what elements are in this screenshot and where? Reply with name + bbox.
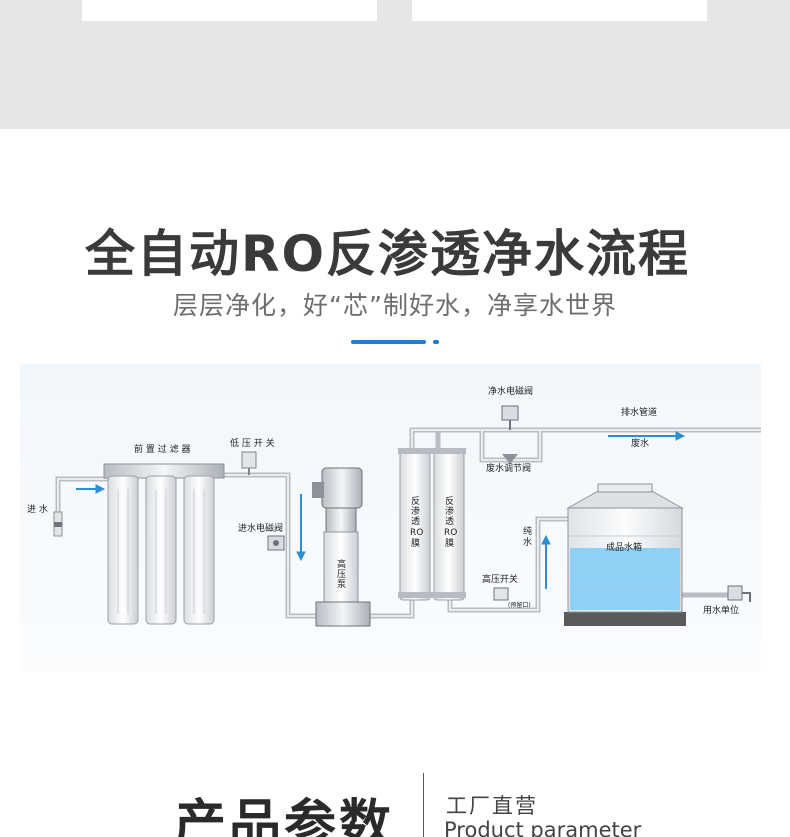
ro-process-diagram: 进 水 前 置 过 滤 器 低 压 开 关 进水电磁阀 高 压 泵 反 渗 透 … (20, 364, 761, 672)
label-waste: 废水 (631, 437, 649, 449)
label-ro2-2: 渗 (445, 505, 454, 517)
label-ro1-5: 膜 (411, 538, 420, 549)
top-banner (0, 0, 790, 129)
label-use-point: 用水单位 (703, 604, 739, 616)
ro-membranes (398, 448, 466, 601)
label-inlet-solenoid: 进水电磁阀 (238, 522, 283, 534)
label-ro1-1: 反 (411, 496, 420, 507)
label-ro1-4: RO (410, 528, 423, 538)
top-card-right (412, 0, 707, 21)
label-waste-valve: 废水调节阀 (486, 462, 531, 474)
pre-filter-housings (103, 463, 225, 625)
label-pre-filter: 前 置 过 滤 器 (134, 443, 190, 455)
label-ro2-4: RO (444, 528, 457, 538)
label-ro1-3: 透 (411, 516, 420, 527)
params-subtitle-en: Product parameter (444, 818, 642, 837)
label-pump-2: 压 (337, 569, 346, 580)
section-title: 全自动RO反渗透净水流程 (84, 225, 690, 283)
title-underline-dot (433, 340, 439, 344)
high-pressure-pump (312, 467, 371, 627)
label-pump-3: 泵 (337, 579, 346, 590)
tap-icon (727, 585, 743, 601)
label-low-pressure-switch: 低 压 开 关 (230, 437, 275, 449)
product-water-tank (564, 483, 686, 626)
high-pressure-switch (493, 587, 509, 601)
label-pure-water-2: 水 (523, 536, 532, 548)
params-divider (423, 773, 424, 837)
label-hps-note: (预留口) (508, 601, 531, 609)
diagram-svg: 进 水 前 置 过 滤 器 低 压 开 关 进水电磁阀 高 压 泵 反 渗 透 … (20, 364, 761, 672)
label-ro1-2: 渗 (411, 505, 420, 517)
label-ro2-1: 反 (445, 496, 454, 507)
low-pressure-switch (241, 451, 257, 469)
pure-solenoid-valve (501, 405, 519, 421)
waste-adjust-valve (502, 454, 518, 464)
label-inlet: 进 水 (27, 503, 48, 515)
label-pure-water-1: 纯 (523, 525, 532, 537)
label-tank: 成品水箱 (606, 541, 642, 553)
title-underline (351, 340, 426, 344)
label-drain: 排水管道 (621, 406, 657, 418)
label-pump-1: 高 (337, 558, 346, 570)
label-high-pressure-switch: 高压开关 (482, 573, 518, 585)
label-pure-solenoid: 净水电磁阀 (488, 385, 533, 397)
label-ro2-5: 膜 (445, 538, 454, 549)
params-subtitle-cn: 工厂直营 (446, 794, 538, 818)
params-title: 产品参数 (174, 795, 395, 837)
label-ro2-3: 透 (445, 516, 454, 527)
section-subtitle: 层层净化，好“芯”制好水，净享水世界 (173, 291, 617, 320)
flow-arrows (76, 431, 686, 589)
top-card-left (82, 0, 377, 21)
